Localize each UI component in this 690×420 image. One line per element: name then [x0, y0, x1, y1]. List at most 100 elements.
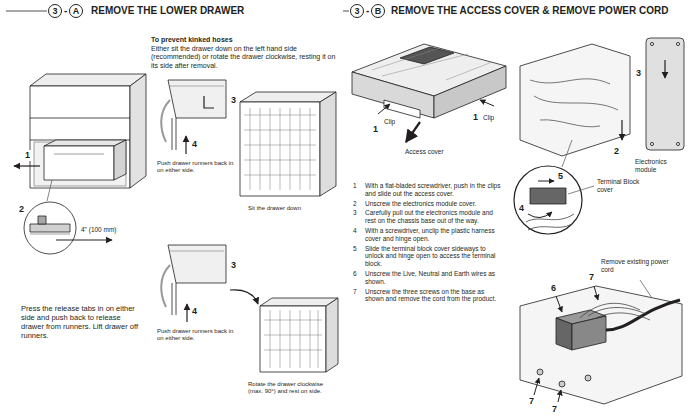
- part-label: Remove existing power cord: [600, 258, 682, 274]
- cabinet-illustration: [30, 74, 146, 86]
- drawer-side-illustration: [170, 251, 224, 252]
- instruction-text: Press the release tabs in on either side…: [20, 304, 145, 340]
- electronics-module-illustration: [520, 38, 684, 167]
- separator: -: [365, 5, 370, 17]
- terminal-cover-detail: [514, 166, 594, 234]
- chassis-base-illustration: [378, 104, 390, 114]
- callout-number: 3: [230, 95, 237, 106]
- drawer-side-illustration: [170, 86, 224, 87]
- drawer-side-illustration: [168, 80, 226, 118]
- rotated-rack-illustration: [326, 298, 338, 372]
- drawer-side-illustration: [161, 265, 170, 307]
- part-label: Clip: [482, 114, 495, 122]
- step-number: 2: [352, 200, 358, 208]
- drawer-rack-illustration: [240, 102, 320, 196]
- electronics-module-illustration: [676, 142, 679, 145]
- electronics-module-illustration: [520, 44, 630, 156]
- step-letter-circle: A: [69, 4, 83, 18]
- terminal-block-illustration: [534, 378, 539, 395]
- header-rule: [343, 11, 349, 12]
- callout-number: 3: [635, 68, 642, 79]
- terminal-block-illustration: [580, 303, 650, 320]
- electronics-module-illustration: [650, 42, 653, 45]
- electronics-module-illustration: [621, 120, 622, 140]
- cabinet-illustration: [14, 74, 146, 201]
- terminal-block-illustration: [520, 280, 682, 404]
- release-tab-detail: [24, 202, 76, 254]
- callout-number: 4: [191, 139, 198, 150]
- terminal-block-illustration: [572, 316, 606, 350]
- cabinet-illustration: [114, 140, 126, 180]
- drawer-rack-illustration: [240, 92, 336, 102]
- drawer-rack-illustration: [244, 115, 316, 175]
- release-tab-detail: [30, 234, 70, 235]
- drawer-rack-illustration: [240, 92, 336, 196]
- callout-number: 1: [372, 124, 379, 135]
- step-label: B: [375, 7, 382, 16]
- terminal-block-illustration: [537, 369, 543, 375]
- step-label: 3: [52, 7, 57, 16]
- terminal-block-illustration: [558, 390, 561, 402]
- step-text: Unscrew the three screws on the base as …: [364, 288, 504, 304]
- electronics-module-illustration: [646, 38, 684, 150]
- caption-text: Rotate the drawer clockwise (max. 90°) a…: [247, 381, 339, 395]
- step-text: Unscrew the electronics module cover.: [364, 200, 504, 208]
- terminal-block-illustration: [594, 286, 598, 300]
- callout-number: 2: [613, 146, 620, 157]
- electronics-module-illustration: [664, 60, 665, 78]
- dimension: 4" (100 mm): [80, 226, 118, 234]
- callout-number: 1: [472, 112, 479, 123]
- step-number: 3: [352, 209, 358, 217]
- release-tab-detail: [56, 239, 112, 240]
- rotated-rack-illustration: [264, 320, 322, 350]
- step-number: 7: [352, 288, 358, 296]
- instruction-text: Push drawer runners back in on either si…: [156, 160, 236, 174]
- part-label: Clip: [383, 118, 396, 126]
- callout-number: 3: [230, 260, 237, 271]
- terminal-block-illustration: [520, 286, 682, 404]
- cabinet-illustration: [44, 146, 114, 180]
- electronics-module-illustration: [530, 79, 618, 127]
- cabinet-illustration: [34, 142, 126, 186]
- terminal-cover-detail: [528, 212, 552, 218]
- drawer-side-illustration: [168, 245, 226, 283]
- drawer-rack-illustration: [320, 92, 336, 196]
- terminal-block-illustration: [556, 296, 562, 312]
- cabinet-illustration: [54, 154, 104, 155]
- cabinet-illustration: [130, 74, 146, 188]
- cabinet-illustration: [14, 165, 40, 166]
- drawer-side-illustration: [161, 100, 170, 142]
- part-label: Terminal Block cover: [596, 178, 648, 194]
- rotated-rack-illustration: [270, 310, 318, 368]
- separator: -: [63, 5, 68, 17]
- chassis-base-illustration: [372, 48, 492, 80]
- release-tab-detail: [38, 216, 46, 224]
- step-letter-circle: B: [371, 4, 385, 18]
- callout-number: 4: [518, 203, 525, 214]
- part-label: Access cover: [404, 148, 445, 156]
- chassis-base-illustration: [352, 72, 434, 118]
- step-number: 4: [352, 227, 358, 235]
- drawer-side-illustration: [172, 118, 176, 150]
- step-text: With a screwdriver, unclip the plastic h…: [364, 227, 504, 243]
- drawer-side-illustration: [185, 136, 186, 154]
- electronics-module-illustration: [650, 142, 653, 145]
- release-tab-detail: [30, 224, 70, 232]
- terminal-cover-detail: [538, 181, 554, 182]
- drawer-side-illustration: [161, 245, 258, 322]
- cabinet-illustration: [44, 140, 126, 146]
- chassis-base-illustration: [480, 100, 494, 106]
- drawer-side-illustration: [186, 304, 187, 322]
- callout-number: 4: [191, 306, 198, 317]
- section-heading: REMOVE THE ACCESS COVER & REMOVE POWER C…: [390, 5, 669, 17]
- step-number-circle: 3: [48, 4, 62, 18]
- drawer-side-illustration: [172, 283, 176, 315]
- callout-number: 6: [550, 283, 557, 294]
- step-number: 6: [352, 270, 358, 278]
- terminal-block-illustration: [585, 375, 591, 381]
- step-text: Carefully pull out the electronics modul…: [364, 209, 504, 225]
- electronics-module-illustration: [676, 42, 679, 45]
- step-number: 1: [352, 182, 358, 190]
